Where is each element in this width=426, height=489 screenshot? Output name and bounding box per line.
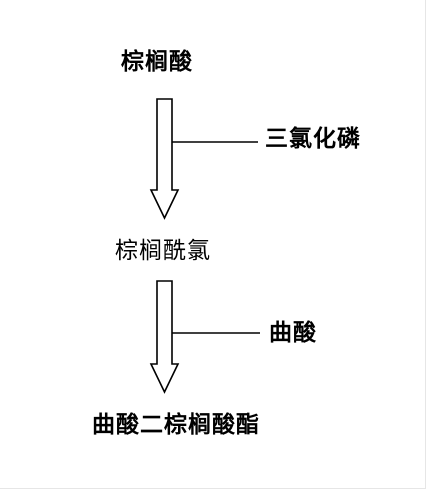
reaction-arrow-2 [149, 280, 260, 394]
compound-kojic-dipalmitate: 曲酸二棕榈酸酯 [92, 412, 260, 438]
compound-palmitoyl-chloride: 棕榈酰氯 [115, 238, 211, 264]
down-arrow-2 [149, 280, 180, 394]
reaction-arrow-1 [149, 98, 258, 220]
reagent-phosphorus-trichloride: 三氯化磷 [265, 126, 361, 152]
down-arrow-1 [149, 98, 180, 220]
compound-palmitic-acid: 棕榈酸 [121, 49, 193, 75]
reagent-kojic-acid: 曲酸 [269, 320, 317, 346]
